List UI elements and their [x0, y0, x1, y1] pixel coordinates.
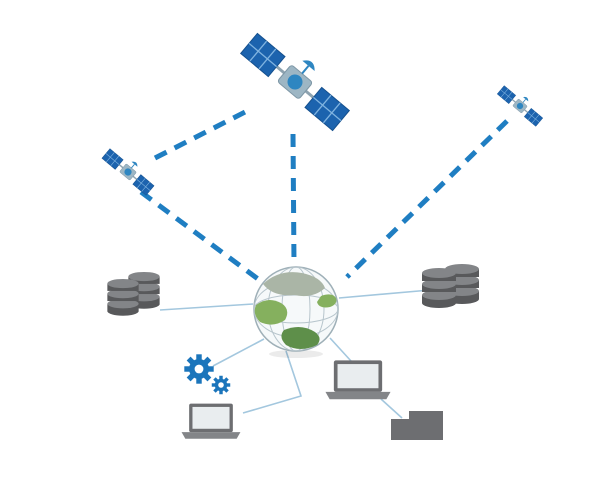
laptop-right-icon: [325, 360, 391, 400]
gear-large-icon: [184, 354, 214, 384]
globe-landmass-south: [281, 326, 320, 349]
database-stack-front-icon: [107, 278, 139, 316]
globe-shadow: [269, 350, 323, 358]
equipment-icon: [391, 411, 443, 440]
link-satellite-right-globe: [345, 119, 509, 279]
link-satellite-left-globe: [139, 189, 264, 285]
laptop-bottom-icon: [181, 403, 241, 439]
satellite-center-icon: [239, 22, 360, 133]
link-laptop-right-equipment: [380, 398, 403, 419]
link-globe-laptop-bottom: [242, 350, 303, 414]
satellite-right-icon: [496, 80, 547, 128]
wired-links: [159, 289, 431, 419]
link-globe-database-left: [159, 303, 254, 311]
database-cluster-right-icon: [422, 264, 479, 308]
globe-landmass-west: [254, 299, 288, 325]
database-stack-front-icon: [422, 268, 456, 308]
link-satellite-left-center: [153, 107, 251, 161]
earth-globe-icon: [253, 266, 339, 358]
link-globe-database-right: [338, 289, 431, 299]
link-satellite-center-globe: [290, 133, 297, 265]
globe-landmass-east: [317, 294, 337, 308]
link-globe-gears: [212, 338, 265, 367]
gear-small-icon: [211, 375, 231, 395]
link-globe-laptop-right: [329, 337, 352, 362]
database-cluster-left-icon: [107, 271, 160, 316]
satellite-left-icon: [101, 143, 159, 197]
globe-landmass-north: [263, 272, 325, 297]
dashed-links: [139, 107, 509, 285]
